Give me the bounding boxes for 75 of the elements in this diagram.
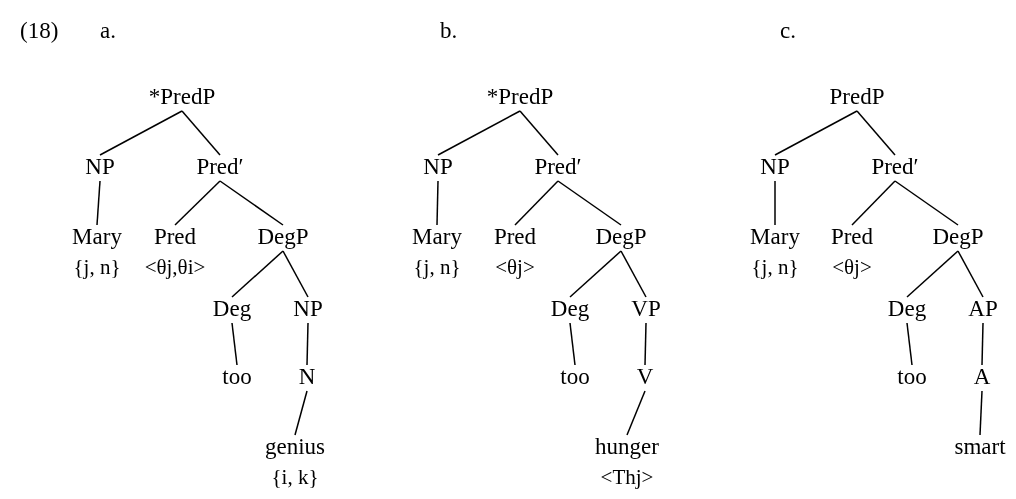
tree-node-label: smart xyxy=(954,434,1006,459)
tree-node-label: too xyxy=(897,364,927,389)
tree-node-label: NP xyxy=(760,154,790,179)
tree-node-label: Pred′ xyxy=(196,154,244,179)
tree-branch xyxy=(957,250,984,298)
feature-annotation: <Thj> xyxy=(600,465,654,489)
tree-branch xyxy=(569,250,622,298)
feature-annotation: <θj,θi> xyxy=(144,255,206,279)
feature-annotation: <θj> xyxy=(832,255,872,279)
tree-branch xyxy=(906,250,959,298)
tree-branch xyxy=(282,250,309,298)
tree-branch xyxy=(231,322,238,366)
tree-branch xyxy=(569,322,576,366)
tree-node-label: NP xyxy=(85,154,115,179)
tree-node-label: N xyxy=(298,364,316,389)
tree-node-label: V xyxy=(636,364,654,389)
feature-annotation: <θj> xyxy=(495,255,535,279)
tree-node-label: NP xyxy=(423,154,453,179)
tree-branch xyxy=(644,322,647,366)
tree-node-label: Pred xyxy=(153,224,197,249)
tree-node-label: genius xyxy=(264,434,326,459)
feature-annotation: {j, n} xyxy=(413,255,461,279)
panel-letter: a. xyxy=(100,18,116,44)
tree-node-label: Pred′ xyxy=(534,154,582,179)
tree-node-label: A xyxy=(973,364,991,389)
tree-branch xyxy=(294,390,308,436)
tree-branch xyxy=(626,390,646,436)
tree-branch xyxy=(514,180,559,226)
panel-letter: c. xyxy=(780,18,796,44)
tree-branch xyxy=(557,180,622,226)
tree-node-label: Deg xyxy=(550,296,590,321)
tree-branch xyxy=(981,322,984,366)
tree-branch xyxy=(979,390,983,436)
tree-branch xyxy=(894,180,959,226)
tree-node-label: DegP xyxy=(932,224,984,249)
tree-branch xyxy=(99,110,183,156)
tree-branch xyxy=(856,110,896,156)
tree-branch xyxy=(437,110,521,156)
tree-branch xyxy=(174,180,221,226)
tree-node-label: Pred xyxy=(493,224,537,249)
tree-branch xyxy=(620,250,647,298)
tree-node-label: too xyxy=(222,364,252,389)
example-number: (18) xyxy=(20,18,59,44)
tree-branch xyxy=(774,110,858,156)
panel-letter: b. xyxy=(440,18,458,44)
tree-branch xyxy=(96,180,101,226)
tree-branch xyxy=(519,110,559,156)
tree-branch xyxy=(219,180,284,226)
tree-node-label: *PredP xyxy=(148,84,216,109)
tree-node-label: Deg xyxy=(212,296,252,321)
tree-node-label: PredP xyxy=(829,84,885,109)
tree-node-label: Pred xyxy=(830,224,874,249)
tree-node-label: DegP xyxy=(257,224,309,249)
tree-branch xyxy=(851,180,896,226)
tree-node-label: Mary xyxy=(412,224,462,249)
tree-branch xyxy=(436,180,439,226)
tree-node-label: Pred′ xyxy=(871,154,919,179)
tree-branch xyxy=(231,250,284,298)
tree-branch xyxy=(774,180,776,226)
tree-node-label: *PredP xyxy=(486,84,554,109)
tree-node-label: NP xyxy=(293,296,323,321)
tree-node-label: Mary xyxy=(72,224,122,249)
tree-node-label: hunger xyxy=(595,434,659,459)
feature-annotation: {j, n} xyxy=(73,255,121,279)
tree-node-label: too xyxy=(560,364,590,389)
tree-node-label: AP xyxy=(968,296,998,321)
tree-branch xyxy=(181,110,221,156)
tree-node-label: Deg xyxy=(887,296,927,321)
tree-node-label: Mary xyxy=(750,224,800,249)
feature-annotation: {j, n} xyxy=(751,255,799,279)
tree-branch xyxy=(906,322,913,366)
feature-annotation: {i, k} xyxy=(271,465,319,489)
tree-node-label: VP xyxy=(631,296,661,321)
tree-branch xyxy=(306,322,309,366)
tree-node-label: DegP xyxy=(595,224,647,249)
